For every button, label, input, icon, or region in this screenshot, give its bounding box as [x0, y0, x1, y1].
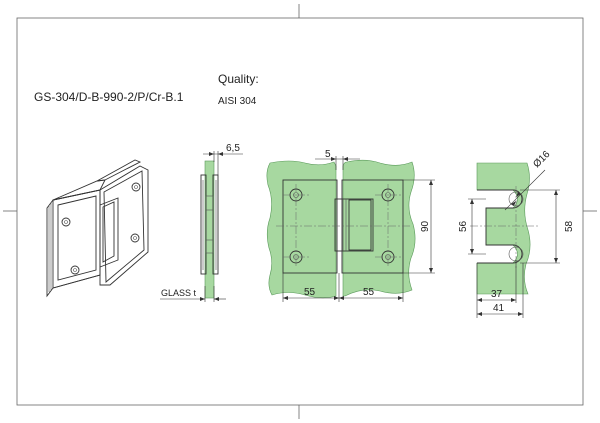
gap-dimension: 5 — [325, 149, 331, 160]
glass-panel-side — [204, 160, 215, 299]
quality-material: AISI 304 — [218, 96, 257, 107]
cutout-inner-height: 56 — [458, 220, 469, 232]
hole-diameter-dimension: Ø16 — [531, 149, 552, 170]
cutout-view — [468, 162, 560, 318]
glass-thickness-label: GLASS t — [161, 288, 197, 298]
cutout-outer-depth: 41 — [493, 303, 505, 314]
cutout-inner-depth: 37 — [491, 289, 503, 300]
left-width-dimension: 55 — [304, 287, 316, 298]
height-dimension: 90 — [420, 220, 431, 232]
glass-panel-left — [266, 160, 337, 299]
frame-ticks — [3, 4, 597, 419]
glass-panel-right — [342, 159, 416, 297]
right-width-dimension: 55 — [363, 287, 375, 298]
cutout-outer-height: 58 — [564, 220, 575, 232]
glass-panel-cutout — [476, 162, 531, 295]
quality-label: Quality: — [218, 72, 259, 86]
isometric-hinge-view — [46, 159, 149, 298]
side-view — [200, 151, 243, 299]
front-view — [266, 156, 435, 302]
product-code: GS-304/D-B-990-2/P/Cr-B.1 — [34, 90, 184, 104]
thickness-dimension: 6,5 — [226, 143, 240, 154]
glass-leader — [160, 286, 226, 302]
drawing-border — [16, 17, 584, 406]
